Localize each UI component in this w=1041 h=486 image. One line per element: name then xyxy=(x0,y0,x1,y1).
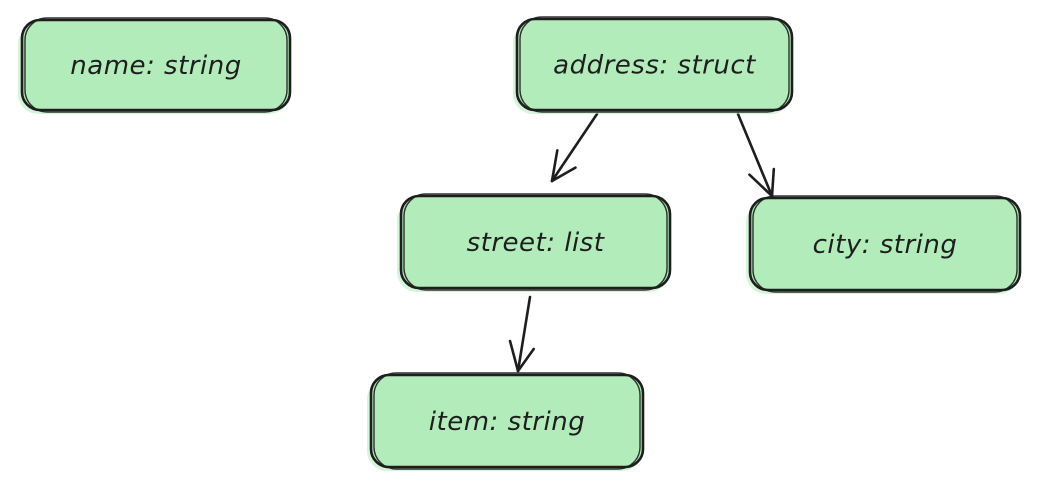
node-label-name: name: string xyxy=(70,51,241,81)
node-outline-sketch xyxy=(403,193,668,291)
node-street[interactable]: street: list xyxy=(397,193,672,292)
node-name[interactable]: name: string xyxy=(18,17,292,114)
node-outline xyxy=(515,17,794,112)
arrowhead-barb xyxy=(508,339,520,373)
node-city[interactable]: city: string xyxy=(746,195,1022,294)
node-address[interactable]: address: struct xyxy=(513,16,794,114)
node-label-item: item: string xyxy=(429,407,585,437)
arrowhead-barb xyxy=(770,167,776,198)
arrowhead-barb xyxy=(550,149,559,183)
node-outline xyxy=(399,194,672,290)
node-fill xyxy=(371,375,643,467)
node-outline-sketch xyxy=(519,16,790,113)
node-label-street: street: list xyxy=(467,228,605,258)
node-outline xyxy=(369,373,645,469)
edge-address-city[interactable] xyxy=(736,112,776,198)
node-fill xyxy=(401,196,670,288)
node-outline xyxy=(748,196,1022,292)
node-label-city: city: string xyxy=(813,230,958,260)
arrowhead-barb xyxy=(550,166,577,183)
node-label-address: address: struct xyxy=(553,51,756,81)
node-outline-sketch xyxy=(373,372,641,470)
node-outline xyxy=(20,18,292,112)
node-fill xyxy=(22,20,290,110)
node-fill xyxy=(517,19,792,110)
arrowhead-barb xyxy=(516,347,536,373)
edge-address-street[interactable] xyxy=(550,112,599,183)
edge-shaft xyxy=(550,112,599,183)
edge-shaft xyxy=(736,112,774,198)
edge-street-item[interactable] xyxy=(508,295,536,373)
arrowhead-barb xyxy=(748,173,774,198)
node-outline-sketch xyxy=(752,195,1018,293)
edge-shaft xyxy=(516,295,532,373)
node-outline-sketch xyxy=(24,17,288,113)
node-item[interactable]: item: string xyxy=(367,372,645,471)
node-fill xyxy=(750,198,1020,290)
